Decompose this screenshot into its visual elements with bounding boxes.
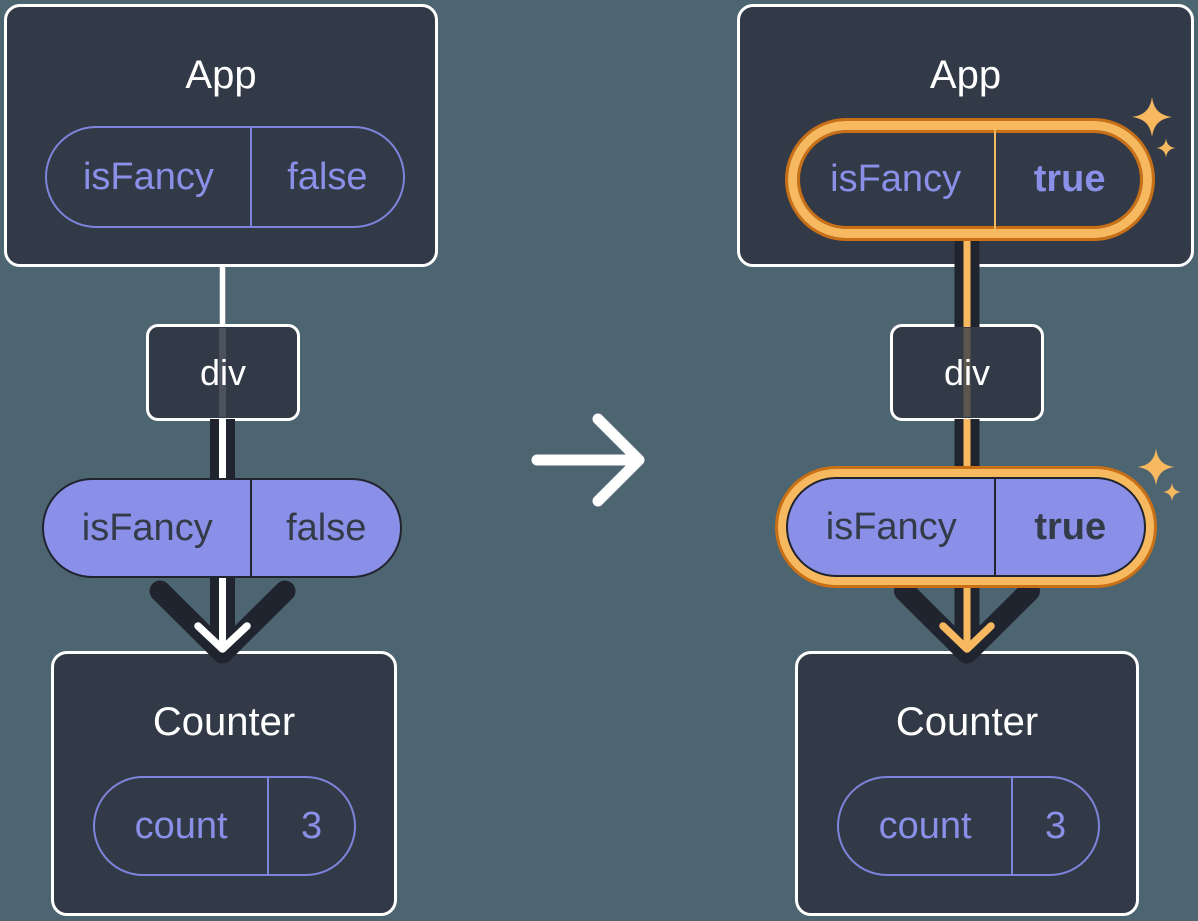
prop-pill-app-before: isFancy false [45,126,405,228]
div-node-before: div [146,324,300,421]
prop-key: isFancy [825,505,957,548]
state-value: 3 [1011,778,1098,874]
component-title-counter-after: Counter [895,700,1039,744]
state-pill-counter-before: count 3 [93,776,356,876]
prop-arrow-head-outline [935,618,999,658]
transition-arrow-icon [531,413,645,507]
counter-card-after: Counter count 3 [795,651,1139,916]
app-card-before: App isFancy false [4,4,438,267]
div-node-label: div [199,351,247,393]
prop-flow-chevron [894,580,1040,664]
counter-card-before: Counter count 3 [51,651,397,916]
component-title-app-after: App [929,53,1002,97]
div-node-after: div [890,324,1044,421]
prop-value: true [994,479,1144,575]
state-value: 3 [267,778,354,874]
prop-arrow-head-core [194,622,251,653]
component-title-counter-before: Counter [152,700,296,744]
tree-edges-after [894,240,1040,664]
prop-value: false [250,480,400,576]
sparkles-icon-passed-pill [1137,448,1181,501]
app-card-after: App isFancy true [737,4,1194,267]
prop-pill-app-after-highlighted: isFancy true [788,121,1152,238]
component-title-app-before: App [185,53,257,97]
state-key: count [878,804,972,847]
passed-prop-pill-after-highlighted: isFancy true [786,477,1146,577]
prop-key: isFancy [82,155,214,198]
tree-edges-before [149,264,296,664]
prop-flow-chevron [149,580,296,664]
div-node-label: div [943,351,991,393]
passed-prop-pill-before: isFancy false [42,478,402,578]
prop-arrow-head-outline [190,618,255,658]
prop-value: false [249,128,403,226]
state-key: count [134,804,228,847]
prop-arrow-head-core [939,622,995,653]
prop-key: isFancy [81,506,213,549]
prop-key: isFancy [830,158,962,200]
state-pill-counter-after: count 3 [837,776,1100,876]
prop-value: true [994,130,1143,229]
